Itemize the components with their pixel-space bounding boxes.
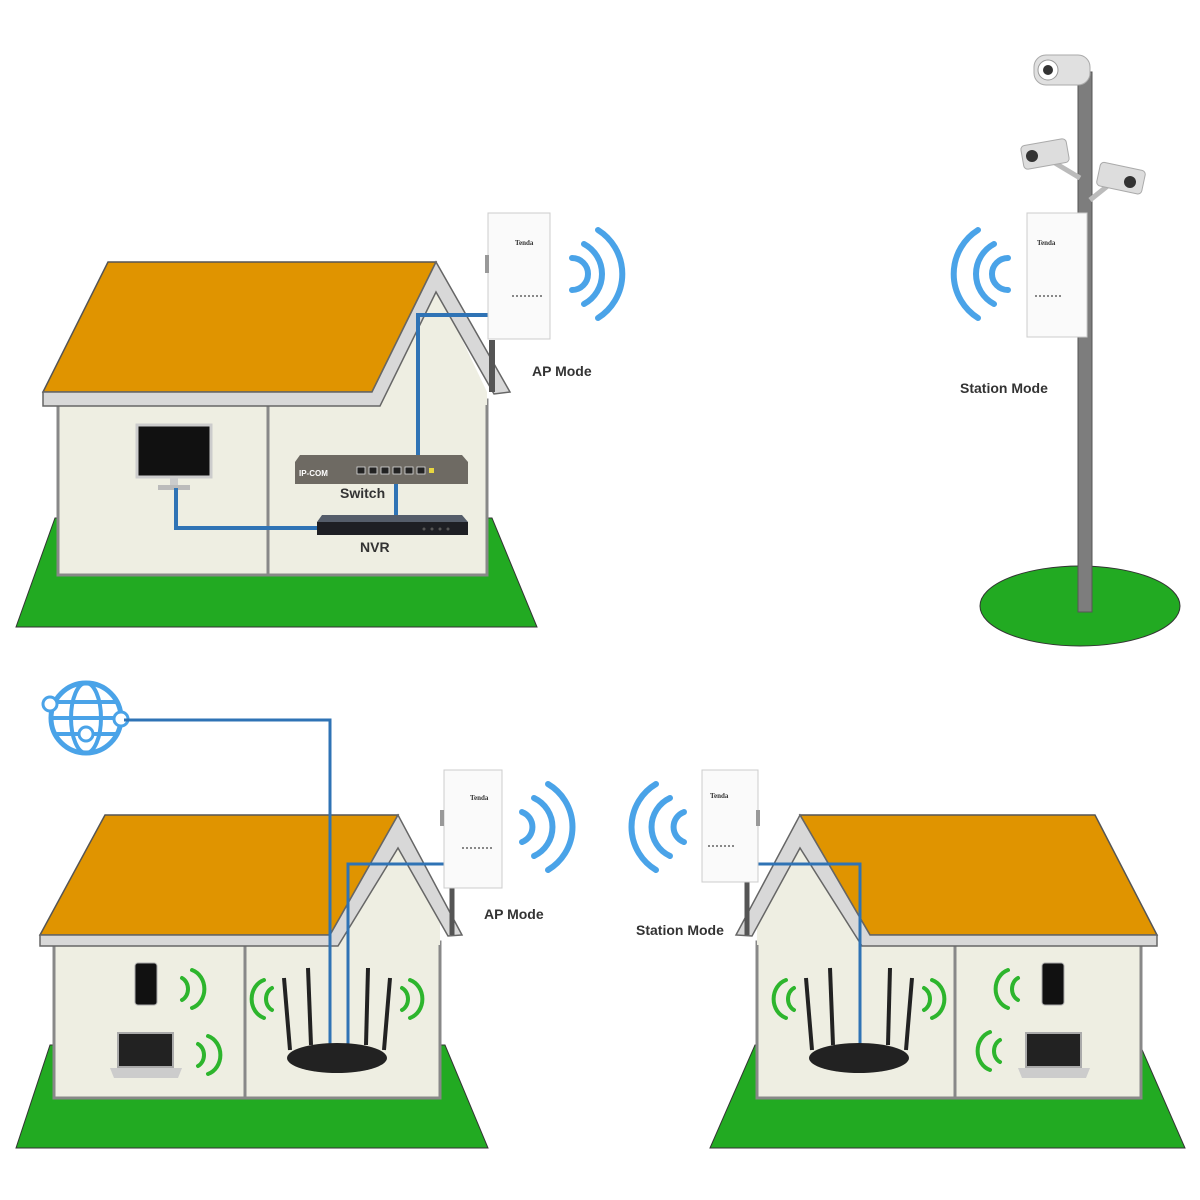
- roof: [41, 261, 438, 393]
- tenda-logo: Tenda: [710, 792, 729, 800]
- station-mode-label: Station Mode: [960, 380, 1048, 396]
- camera-icon: [1088, 161, 1146, 202]
- wifi-signal-icon: [249, 978, 425, 1020]
- tenda-ap-device: Tenda: [485, 212, 551, 340]
- left-wall: [755, 940, 957, 1100]
- gable: [330, 830, 440, 945]
- wifi-signal-icon: [628, 781, 687, 873]
- wifi-signal-icon: [196, 1034, 223, 1076]
- router-icon: [804, 967, 914, 1073]
- router-icon: [282, 967, 392, 1073]
- house-station: Tenda Station Mode: [628, 769, 1186, 1149]
- monitor-icon: [135, 423, 213, 490]
- tenda-ap-device: Tenda: [440, 769, 503, 889]
- tenda-logo: Tenda: [470, 794, 489, 802]
- switch-brand-logo: IP-COM: [299, 469, 328, 478]
- wifi-signal-icon: [569, 227, 626, 321]
- phone-icon: [134, 962, 158, 1006]
- globe-icon: [41, 680, 130, 756]
- roof-trim: [42, 260, 512, 407]
- router-ap-cable: [346, 862, 446, 1050]
- tenda-logo: Tenda: [515, 239, 534, 247]
- monitor-nvr-cable: [174, 488, 318, 530]
- gable: [757, 830, 870, 945]
- roof-trim: [39, 813, 464, 947]
- house-ap-internet: Tenda AP Mode: [15, 680, 576, 1149]
- camera-icon: [1020, 138, 1082, 181]
- phone-icon: [1041, 962, 1065, 1006]
- nvr-device: [317, 515, 468, 535]
- tenda-station-device: Tenda: [701, 769, 760, 883]
- laptop-icon: [110, 1032, 182, 1078]
- switch-label: Switch: [340, 485, 385, 501]
- station-router-cable: [754, 862, 862, 1045]
- wifi-signal-icon: [993, 968, 1020, 1010]
- wifi-signal-icon: [950, 227, 1011, 321]
- roof-trim: [734, 813, 1158, 947]
- camera-pole-station: Tenda Station Mode: [950, 54, 1181, 647]
- right-wall: [243, 940, 442, 1100]
- internet-cable: [124, 718, 332, 1050]
- tenda-station-device: Tenda: [1026, 212, 1088, 338]
- camera-icon: [1033, 54, 1091, 86]
- gable: [372, 285, 487, 405]
- laptop-icon: [1018, 1032, 1090, 1078]
- right-wall: [266, 398, 489, 577]
- tenda-logo: Tenda: [1037, 239, 1056, 247]
- ap-mode-label: AP Mode: [532, 363, 592, 379]
- wifi-signal-icon: [975, 1030, 1002, 1072]
- wifi-signal-icon: [180, 968, 207, 1010]
- wifi-signal-icon: [519, 781, 576, 873]
- ap-mode-label: AP Mode: [484, 906, 544, 922]
- switch-device: IP-COM: [295, 455, 468, 484]
- station-mode-label: Station Mode: [636, 922, 724, 938]
- house-ap-cctv: IP-COM Switch NVR Tenda AP Mode: [15, 212, 626, 628]
- nvr-label: NVR: [360, 539, 390, 555]
- wifi-signal-icon: [771, 978, 947, 1020]
- switch-ap-cable: [416, 313, 490, 470]
- pole: [1077, 71, 1093, 613]
